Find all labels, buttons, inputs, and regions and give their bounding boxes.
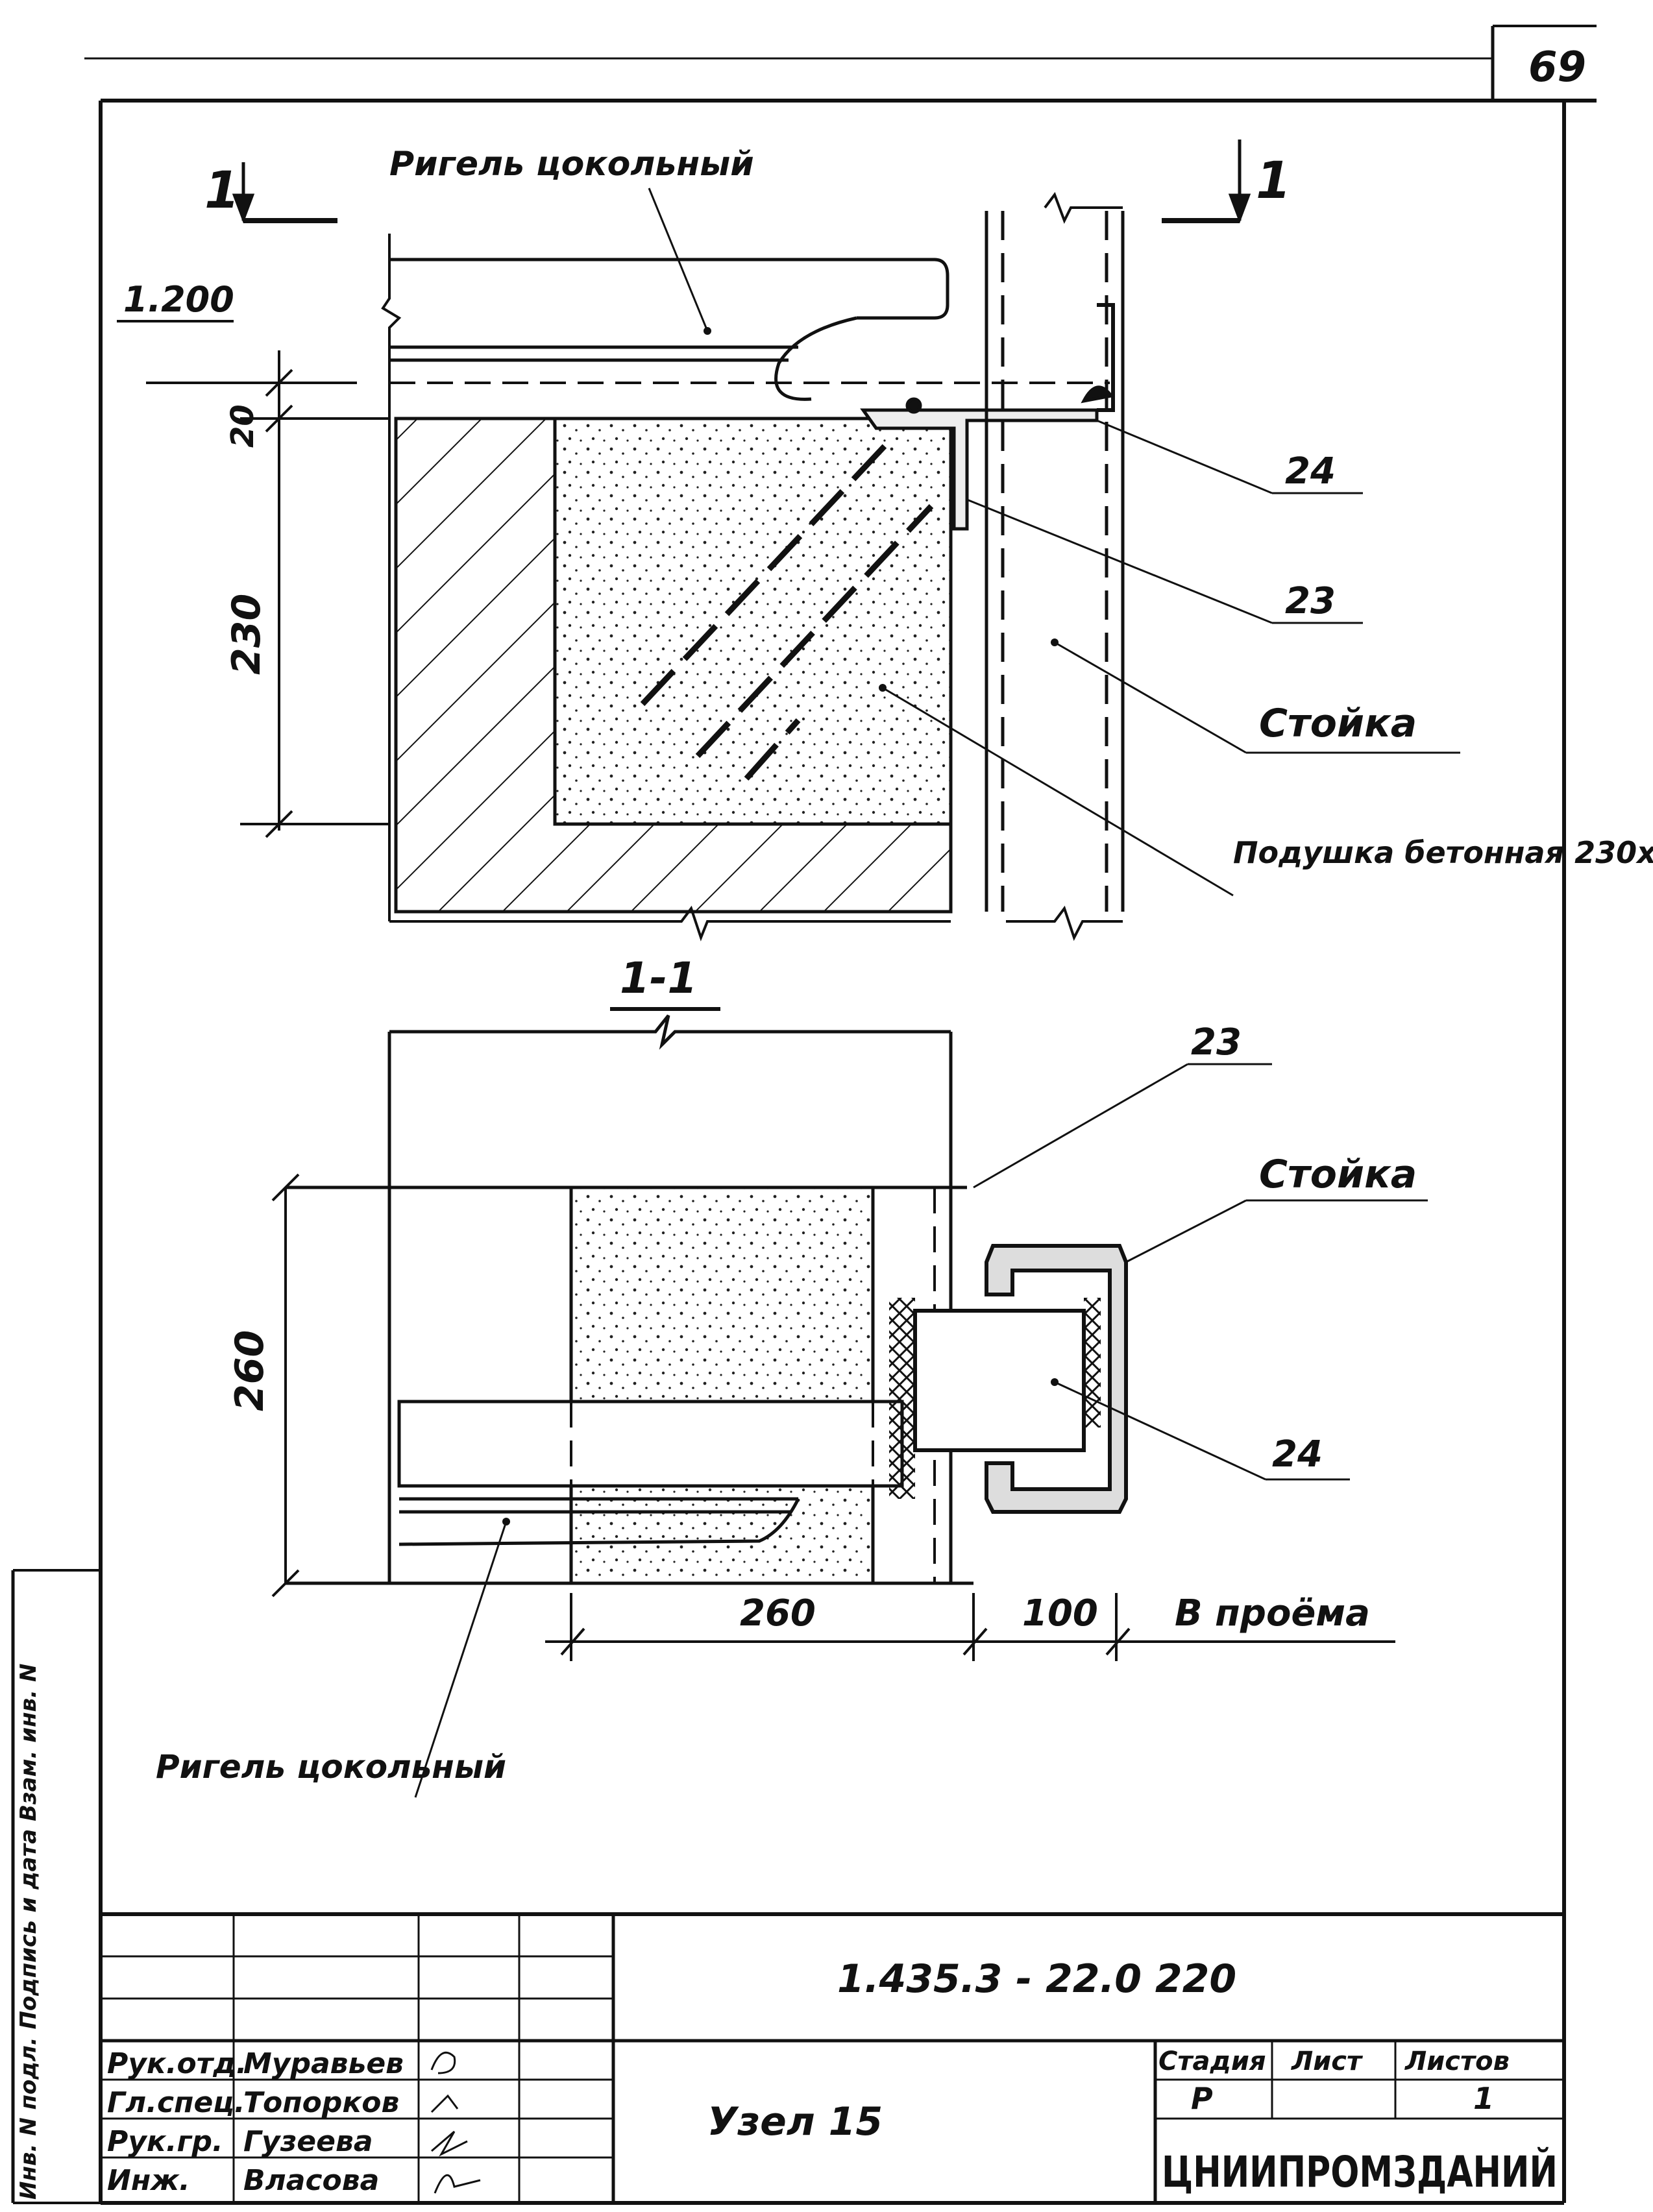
label-riegel-top-text: Ригель цокольный bbox=[389, 145, 754, 184]
plan-dimensions bbox=[271, 1173, 1395, 1661]
column-channel bbox=[985, 1244, 1128, 1514]
sheets-value: 1 bbox=[1473, 2081, 1494, 2116]
plan-view: 1-1 bbox=[156, 953, 1428, 1798]
concrete-pad bbox=[553, 417, 953, 826]
organization: ЦНИИПРОМЗДАНИЙ bbox=[1162, 2146, 1558, 2197]
elevation-leaders bbox=[648, 188, 1460, 897]
name-1: Топорков bbox=[243, 2086, 399, 2119]
anchor-bars bbox=[640, 439, 934, 781]
callout-24-top: 24 bbox=[1285, 450, 1336, 492]
section-mark-right bbox=[1162, 140, 1251, 224]
inventory-strip-text: Инв. N подл. Подпись и дата Взам. инв. N bbox=[16, 1664, 42, 2200]
label-pad: Подушка бетонная 230х260х260 bbox=[1233, 835, 1653, 870]
stage-value: Р bbox=[1191, 2081, 1213, 2116]
label-riegel-plan: Ригель цокольный bbox=[156, 1748, 506, 1786]
name-2: Гузеева bbox=[243, 2125, 373, 2158]
plan-riegel bbox=[397, 1400, 904, 1546]
elevation-view: 1 1 1.200 20 230 bbox=[117, 140, 1653, 942]
role-0: Рук.отд. bbox=[107, 2047, 247, 2080]
elevation-dimensions bbox=[146, 350, 389, 838]
col-sheets: Листов bbox=[1404, 2047, 1510, 2076]
signature-rows: Рук.отд. Муравьев Гл.спец. Топорков Рук.… bbox=[107, 2047, 481, 2197]
section-mark-right-label: 1 bbox=[1256, 152, 1291, 210]
weld-right bbox=[1084, 1298, 1101, 1428]
weld-left bbox=[889, 1298, 915, 1499]
role-2: Рук.гр. bbox=[107, 2125, 223, 2158]
col-stage: Стадия bbox=[1158, 2047, 1266, 2076]
page-number: 69 bbox=[1528, 43, 1586, 91]
label-riegel-top: Ригель цокольный bbox=[389, 145, 754, 184]
callout-23-plan: 23 bbox=[1191, 1021, 1242, 1063]
column bbox=[905, 211, 1125, 912]
label-column-top: Стойка bbox=[1259, 701, 1417, 746]
dim-opening: В проёма bbox=[1175, 1592, 1370, 1635]
steel-angle bbox=[860, 408, 1099, 531]
break-lines bbox=[381, 191, 1123, 942]
drawing-code: 1.435.3 - 22.0 220 bbox=[837, 1956, 1236, 2002]
title-block bbox=[101, 1912, 1564, 2203]
label-column-plan: Стойка bbox=[1259, 1152, 1417, 1197]
section-title-1-1: 1-1 bbox=[620, 953, 697, 1003]
plate-24 bbox=[913, 1309, 1086, 1452]
drawing-title: Узел 15 bbox=[707, 2099, 883, 2145]
level-mark: 1.200 bbox=[123, 279, 234, 320]
sheet-frame bbox=[84, 25, 1597, 2205]
plan-leaders bbox=[414, 1063, 1428, 1798]
name-0: Муравьев bbox=[243, 2047, 404, 2080]
inventory-strip bbox=[11, 1569, 101, 2204]
dim-height: 230 bbox=[224, 594, 269, 675]
name-3: Власова bbox=[243, 2164, 379, 2197]
role-1: Гл.спец. bbox=[107, 2086, 245, 2119]
dim-100: 100 bbox=[1022, 1592, 1098, 1635]
plan-pad-top bbox=[569, 1185, 875, 1404]
dim-260: 260 bbox=[740, 1592, 816, 1635]
role-3: Инж. bbox=[107, 2164, 190, 2197]
dim-width-260: 260 bbox=[227, 1330, 273, 1411]
callout-24-plan: 24 bbox=[1272, 1433, 1323, 1476]
col-sheet: Лист bbox=[1291, 2047, 1364, 2076]
dim-top: 20 bbox=[225, 404, 261, 448]
riegel-beam bbox=[389, 258, 1110, 401]
signature-marks bbox=[430, 2051, 481, 2194]
callout-23-top: 23 bbox=[1285, 580, 1336, 622]
section-mark-left-label: 1 bbox=[204, 162, 239, 220]
section-mark-left bbox=[232, 162, 337, 224]
